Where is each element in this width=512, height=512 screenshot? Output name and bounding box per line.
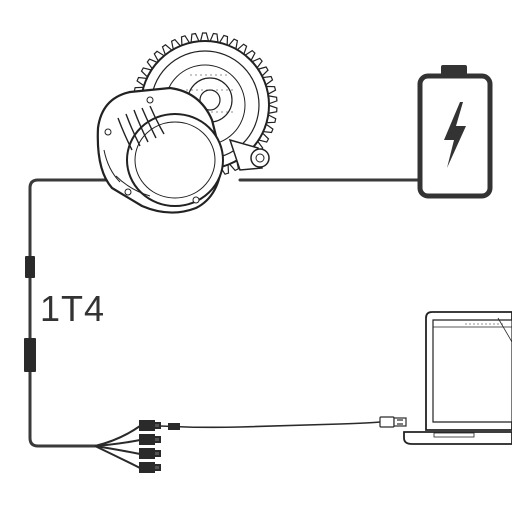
- cable-label: 1T4: [40, 288, 106, 329]
- inline-connector-upper: [25, 256, 35, 278]
- lightning-bolt-icon: [444, 102, 466, 168]
- laptop-icon: [403, 311, 512, 445]
- mid-drive-motor-icon: [96, 32, 278, 214]
- connector-harness-icon: [94, 420, 161, 473]
- main-cable: [28, 178, 422, 448]
- usb-plug-icon: [379, 416, 407, 428]
- inline-connector-lower: [24, 338, 36, 372]
- usb-cable: [159, 421, 381, 430]
- battery-icon: [417, 65, 493, 199]
